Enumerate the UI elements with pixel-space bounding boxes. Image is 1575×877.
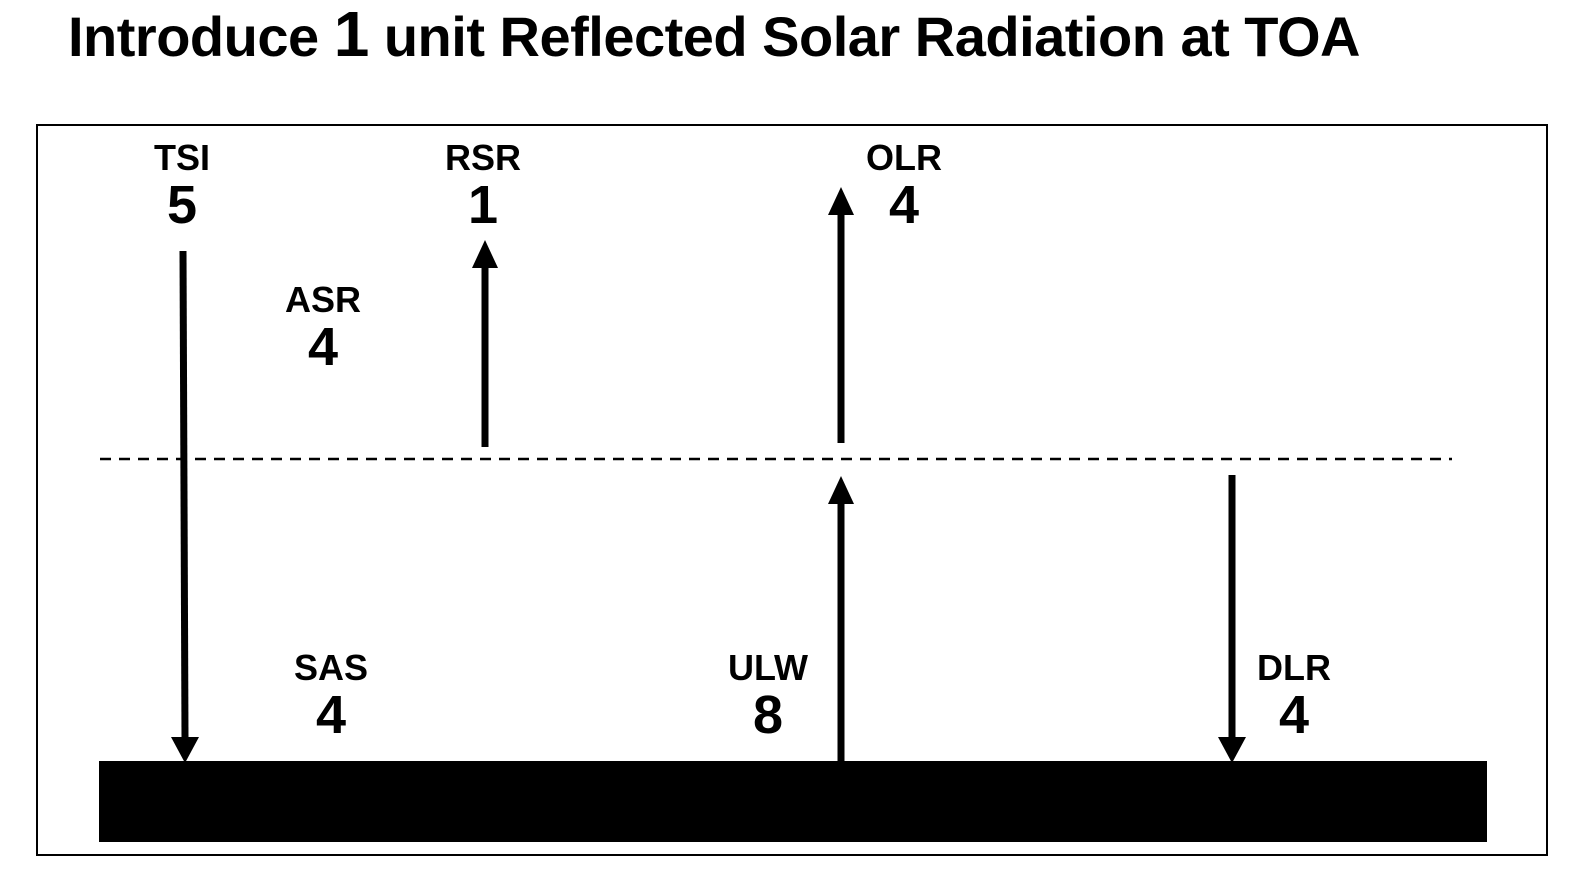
- sas-name: SAS: [293, 647, 369, 688]
- title-number: 1: [333, 0, 370, 70]
- olr-label: OLR 4: [844, 137, 964, 235]
- olr-arrow: [828, 187, 854, 443]
- dlr-value: 4: [1278, 685, 1310, 745]
- dlr-label: DLR 4: [1234, 647, 1354, 745]
- diagram-frame: [36, 124, 1548, 856]
- ulw-label: ULW 8: [708, 647, 828, 745]
- dlr-name: DLR: [1257, 647, 1331, 688]
- sas-value: 4: [315, 685, 347, 745]
- rsr-arrow: [472, 240, 498, 447]
- ulw-name: ULW: [728, 647, 808, 688]
- tsi-value: 5: [166, 175, 198, 235]
- ulw-value: 8: [752, 685, 784, 745]
- dlr-arrow: [1218, 475, 1246, 763]
- tsi-arrow: [171, 250, 199, 763]
- title-prefix: Introduce: [68, 5, 319, 68]
- tsi-label: TSI 5: [122, 137, 242, 235]
- diagram-title: Introduce 1 unit Reflected Solar Radiati…: [0, 0, 1575, 70]
- asr-name: ASR: [284, 279, 361, 320]
- rsr-value: 1: [467, 175, 499, 235]
- rsr-label: RSR 1: [423, 137, 543, 235]
- title-suffix: unit Reflected Solar Radiation at TOA: [383, 5, 1361, 68]
- sas-label: SAS 4: [271, 647, 391, 745]
- ulw-arrow: [828, 476, 854, 761]
- tsi-name: TSI: [153, 137, 210, 178]
- rsr-name: RSR: [444, 137, 521, 178]
- title-text: Introduce 1 unit Reflected Solar Radiati…: [68, 0, 1361, 70]
- asr-value: 4: [307, 317, 339, 377]
- olr-name: OLR: [866, 137, 942, 178]
- asr-label: ASR 4: [263, 279, 383, 377]
- olr-value: 4: [888, 175, 920, 235]
- surface-block: [99, 761, 1487, 842]
